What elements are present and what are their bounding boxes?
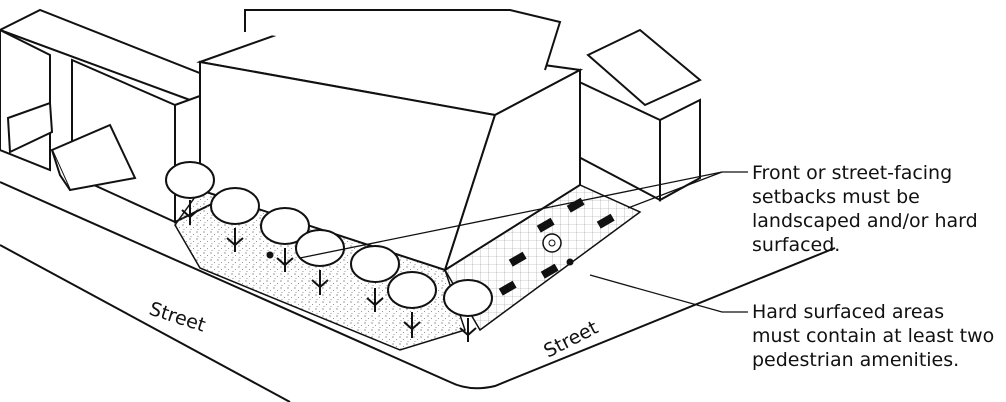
main-building: [196, 9, 584, 273]
tree-icon: [165, 161, 215, 225]
bench-icon: [508, 251, 527, 267]
callout-line: Front or street-facing: [752, 162, 953, 184]
right-building: [574, 28, 702, 202]
callout-line: surfaced.: [752, 234, 841, 256]
tree-icon: [387, 271, 437, 338]
bollard-icon: [566, 258, 574, 266]
street-trees: [165, 161, 493, 342]
callout-line: pedestrian amenities.: [752, 349, 960, 371]
street-label-left: Street: [146, 298, 208, 337]
pedestrian-amenities: [266, 197, 615, 296]
callout-line: Hard surfaced areas: [752, 301, 945, 323]
callout-line: setbacks must be: [752, 186, 920, 208]
tree-icon: [210, 187, 260, 252]
bench-icon: [540, 263, 559, 279]
callout-line: landscaped and/or hard: [752, 210, 978, 232]
bench-icon: [498, 280, 517, 296]
callout-setbacks: Front or street-facing setbacks must be …: [752, 161, 1006, 257]
bollard-icon: [266, 251, 274, 259]
street-edges: [0, 181, 836, 402]
leader-lines: [299, 171, 748, 313]
tree-icon: [260, 207, 310, 272]
bench-icon: [536, 217, 555, 233]
tree-icon: [350, 245, 400, 312]
bench-icon: [596, 213, 615, 229]
fountain-icon: [542, 233, 562, 253]
callout-line: must contain at least two: [752, 325, 995, 347]
tree-icon: [443, 279, 493, 342]
callout-amenities: Hard surfaced areas must contain at leas…: [752, 300, 1006, 372]
